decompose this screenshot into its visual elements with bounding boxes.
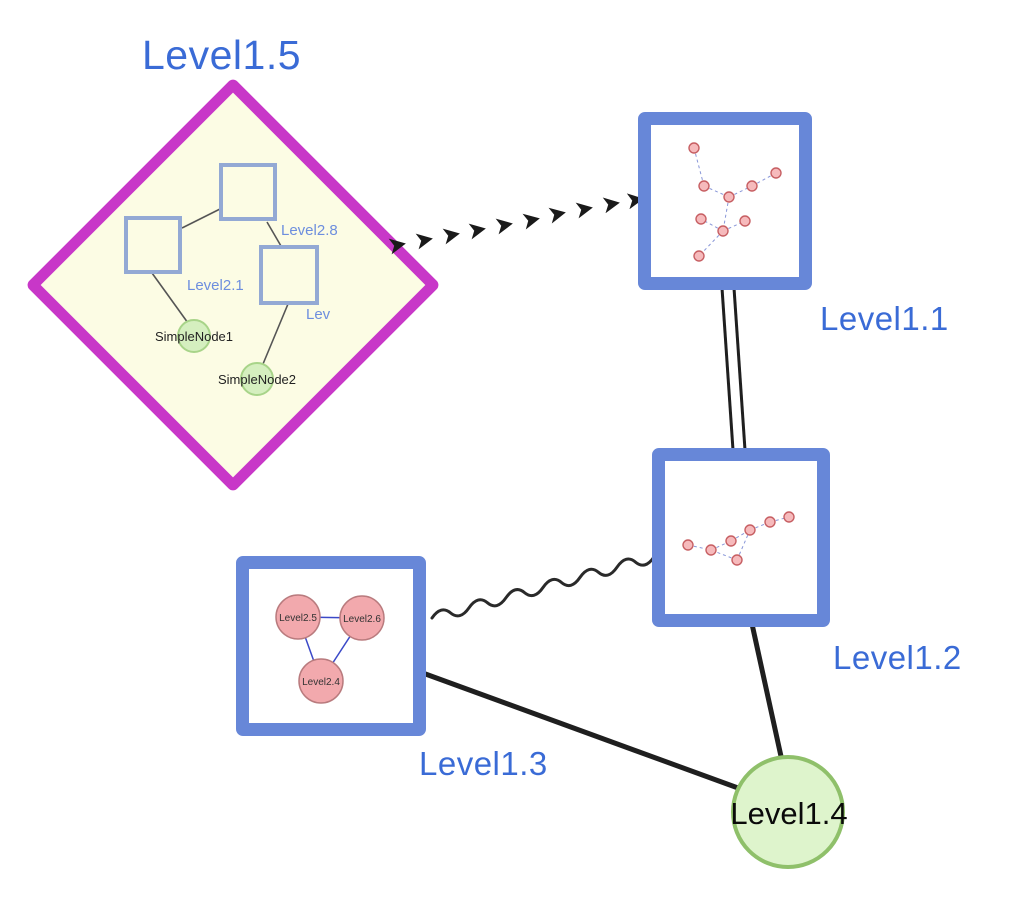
- node-simplenode2[interactable]: [240, 362, 274, 396]
- label-level1-1: Level1.1: [820, 300, 949, 337]
- node-level2-6[interactable]: [339, 595, 385, 641]
- node-level2-1-square[interactable]: [124, 216, 182, 274]
- label-level2-6: Level2.6: [343, 614, 381, 625]
- edge-level11-level12-double: [720, 287, 747, 451]
- node-level1-3-box[interactable]: Level2.5 Level2.6 Level2.4: [236, 556, 426, 736]
- label-level1-3: Level1.3: [419, 745, 548, 782]
- node-level2-trunc-square[interactable]: [259, 245, 319, 305]
- edge-level15-level11-dashed-arrow: [388, 193, 644, 255]
- label-simplenode2: SimpleNode2: [217, 372, 297, 387]
- label-level2-5: Level2.5: [279, 613, 317, 624]
- label-simplenode1: SimpleNode1: [154, 329, 234, 344]
- label-level2-1: Level2.1: [187, 277, 244, 294]
- node-level2-8-square[interactable]: [219, 163, 277, 221]
- node-level2-5[interactable]: [275, 594, 321, 640]
- node-level2-4[interactable]: [298, 658, 344, 704]
- edge-level12-level14: [749, 623, 787, 771]
- label-level1-4: Level1.4: [730, 796, 848, 831]
- label-level2-4: Level2.4: [302, 677, 340, 688]
- level1-3-mini-network: Level2.5 Level2.6 Level2.4: [275, 594, 385, 704]
- node-level1-2-box[interactable]: [652, 448, 830, 627]
- edge-level13-level12-wavy: [430, 555, 656, 620]
- node-level1-1-box[interactable]: [638, 112, 812, 290]
- level1-2-mini-network: [682, 511, 795, 566]
- label-level1-5: Level1.5: [142, 32, 302, 78]
- label-level2-trunc: Lev: [306, 306, 331, 323]
- node-simplenode1[interactable]: [177, 319, 211, 353]
- label-level1-2: Level1.2: [833, 639, 962, 676]
- label-level2-8: Level2.8: [281, 222, 338, 239]
- level1-1-mini-network: [688, 142, 782, 262]
